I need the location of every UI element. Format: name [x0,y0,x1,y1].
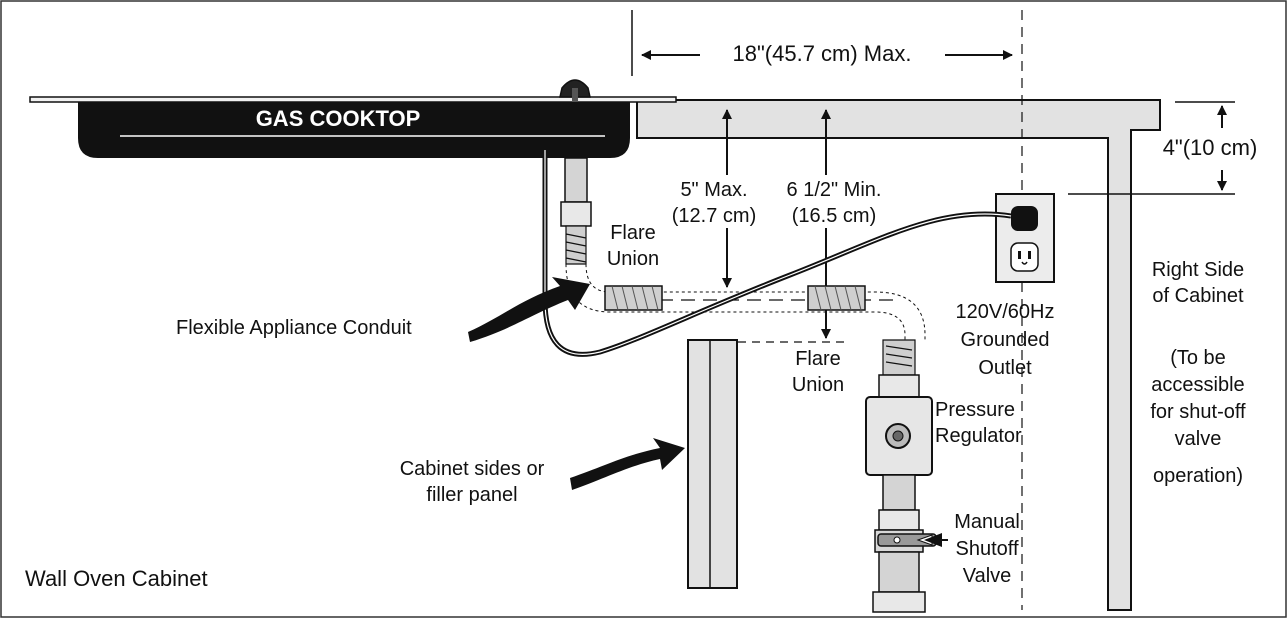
regulator-label-1: Pressure [935,399,1015,421]
filler-pointer-arrow [570,438,685,490]
cooktop-inlet-pipe [564,157,588,203]
access-label-1: (To be [1170,347,1226,369]
conduit-pointer-arrow [468,277,590,342]
shutoff-label-2: Shutoff [955,538,1018,560]
filler-label-1: Cabinet sides or [400,458,545,480]
upper-threads [565,225,587,265]
outlet-label-2: Grounded [961,329,1050,351]
valve-fitting [878,509,920,531]
dim-6-label: 6 1/2" Min. [787,179,882,201]
middle-pipe [882,474,916,511]
access-label-2: accessible [1151,374,1244,396]
lower-threads [882,339,916,376]
dim-6-metric-label: (16.5 cm) [792,205,876,227]
regulator-label-2: Regulator [935,425,1022,447]
flare-union-upper-label-2: Union [607,248,659,270]
wall-oven-cabinet-label: Wall Oven Cabinet [25,566,208,591]
shutoff-label-1: Manual [954,511,1020,533]
flare-union-right [807,285,866,311]
filler-panel [687,339,738,589]
dim-5-label: 5" Max. [680,179,747,201]
flare-union-upper-label: Flare [610,222,656,244]
conduit-label: Flexible Appliance Conduit [176,317,412,339]
access-label-5: operation) [1153,465,1243,487]
outlet-receptacle [1010,242,1039,272]
dim-18-label: 18"(45.7 cm) Max. [733,41,912,66]
regulator-fitting-top [878,374,920,398]
flare-union-lower-label-2: Union [792,374,844,396]
outlet-label-3: Outlet [978,357,1032,379]
upper-fitting [560,201,592,227]
access-label-4: valve [1175,428,1222,450]
right-side-label-2: of Cabinet [1152,285,1244,307]
cooktop-body [78,102,630,158]
shutoff-pointer-arrow [924,533,942,547]
flare-union-left [604,285,663,311]
dim-5-metric-label: (12.7 cm) [672,205,756,227]
shutoff-label-3: Valve [963,565,1012,587]
dim-4-label: 4"(10 cm) [1163,135,1258,160]
flare-union-lower-label: Flare [795,348,841,370]
gas-cooktop-label: GAS COOKTOP [256,106,421,131]
lower-pipe [878,551,920,593]
filler-label-2: filler panel [426,484,517,506]
power-cord-highlight [544,150,1012,355]
burner-stem [572,88,578,102]
outlet-label-1: 120V/60Hz [956,301,1055,323]
access-label-3: for shut-off [1150,401,1246,423]
outlet-plug [1011,206,1038,231]
right-side-label-1: Right Side [1152,259,1244,281]
countertop [636,99,1161,611]
bottom-fitting [872,591,926,613]
